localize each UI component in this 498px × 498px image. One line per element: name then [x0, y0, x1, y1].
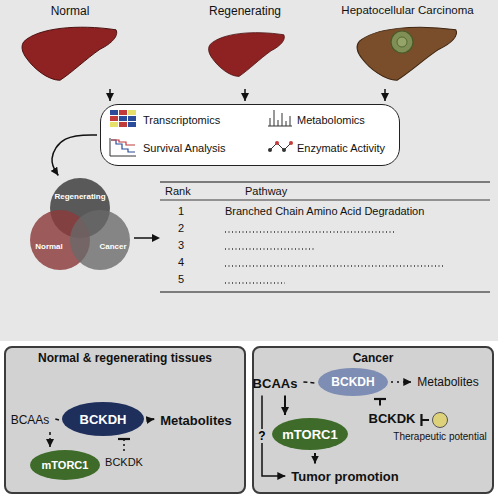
- enzyme-cloud: BCKDH: [62, 402, 144, 436]
- connector: [52, 135, 97, 176]
- organ-label: Hepatocellular Carcinoma: [325, 4, 490, 16]
- connector: [109, 89, 111, 101]
- methods-ground: [100, 104, 400, 166]
- table-cell: 4: [178, 256, 184, 268]
- connector: [379, 399, 381, 406]
- table-cell: 1: [178, 205, 184, 217]
- outcome-text: Tumor promotion: [288, 467, 401, 486]
- method-label: Enzymatic Activity: [297, 142, 385, 154]
- panel-title: Cancer: [254, 348, 492, 365]
- liver-shape: [22, 27, 117, 80]
- liver-shape: [357, 27, 456, 80]
- outcome-label: Tumor promotion: [291, 469, 398, 484]
- method-label: Metabolomics: [297, 114, 365, 126]
- placeholder-dots: [225, 232, 445, 283]
- connector: [303, 382, 315, 383]
- tissue-panel: CancerBCAAs BCKDH MetabolitesBCKDK mTORC1Tu…: [252, 346, 494, 494]
- liver-node: Regenerating: [195, 4, 295, 86]
- metabolite-text: BCAAs: [250, 374, 301, 393]
- table-rules: [160, 182, 490, 292]
- table-header: Rank: [165, 185, 191, 197]
- enzyme-label: BCKDH: [331, 375, 374, 389]
- liver-shape: [209, 33, 285, 77]
- venn-label: Regenerating: [50, 192, 110, 201]
- kinase-label: mTORC1: [42, 459, 89, 471]
- connector: [49, 432, 51, 447]
- panel-ground: [252, 346, 494, 494]
- connector: [55, 419, 59, 420]
- method-label: Transcriptomics: [143, 114, 220, 126]
- metabolite-label: Metabolites: [417, 375, 478, 389]
- organ-label: Normal: [20, 4, 120, 18]
- connector: [314, 453, 316, 464]
- enzyme-cloud: BCKDH: [318, 368, 388, 396]
- connector: [147, 419, 154, 420]
- method-label: Survival Analysis: [143, 142, 226, 154]
- kinase-label: BCKDK: [369, 411, 416, 426]
- connector: [421, 419, 429, 421]
- metabolite-label: Metabolites: [160, 413, 232, 428]
- table-cell: 2: [178, 222, 184, 234]
- spectrum-icon: [268, 110, 292, 126]
- table-cell: Branched Chain Amino Acid Degradation: [225, 205, 424, 217]
- kinase-cloud: mTORC1: [272, 418, 348, 450]
- venn-label: Cancer: [96, 242, 130, 251]
- metabolite-text: Metabolites: [157, 411, 235, 430]
- edge-label: ?: [256, 429, 267, 443]
- venn-circle: Cancer: [70, 210, 130, 270]
- tissue-panel: Normal & regenerating tissuesBCAAs BCKDH M…: [4, 346, 246, 494]
- connector: [284, 396, 286, 416]
- therapy-label: Therapeutic potential: [385, 431, 495, 442]
- venn-label: Normal: [32, 242, 66, 251]
- organ-label: Regenerating: [195, 4, 295, 18]
- metabolite-label: BCAAs: [253, 376, 298, 391]
- kinase-text: BCKDK: [366, 409, 419, 428]
- tumor-mass: [397, 37, 407, 47]
- liver-node: Hepatocellular Carcinoma: [325, 4, 490, 86]
- connector: [123, 439, 125, 451]
- kinase-label: mTORC1: [282, 427, 337, 442]
- survival-curve-icon: [110, 138, 136, 156]
- connector: [384, 89, 386, 101]
- table-cell: 3: [178, 239, 184, 251]
- panel-ground: [4, 346, 246, 494]
- inhibitor-dot: Therapeutic potential: [432, 412, 448, 428]
- connector: [244, 89, 246, 101]
- heatmap-icon: [110, 110, 136, 127]
- methods-box: Transcriptomics MetabolomicsSurvival Anal…: [100, 104, 400, 166]
- connector: [391, 381, 411, 383]
- metabolite-label: BCAAs: [11, 413, 50, 427]
- kinase-text: BCKDK: [102, 454, 146, 470]
- metabolite-text: BCAAs: [8, 411, 53, 429]
- metabolite-text: Metabolites: [414, 373, 481, 391]
- kinase-cloud: mTORC1: [30, 450, 100, 480]
- panel-title: Normal & regenerating tissues: [6, 348, 244, 365]
- molecule-icon: [268, 141, 293, 152]
- tumor-mass: [391, 31, 413, 53]
- kinase-label: BCKDK: [105, 456, 143, 468]
- venn-to-table-arrow: [134, 234, 160, 242]
- top-ground: [0, 0, 498, 341]
- table-cell: 5: [178, 273, 184, 285]
- table-header: Pathway: [245, 185, 287, 197]
- liver-node: Normal: [20, 4, 120, 86]
- enzyme-label: BCKDH: [80, 412, 127, 427]
